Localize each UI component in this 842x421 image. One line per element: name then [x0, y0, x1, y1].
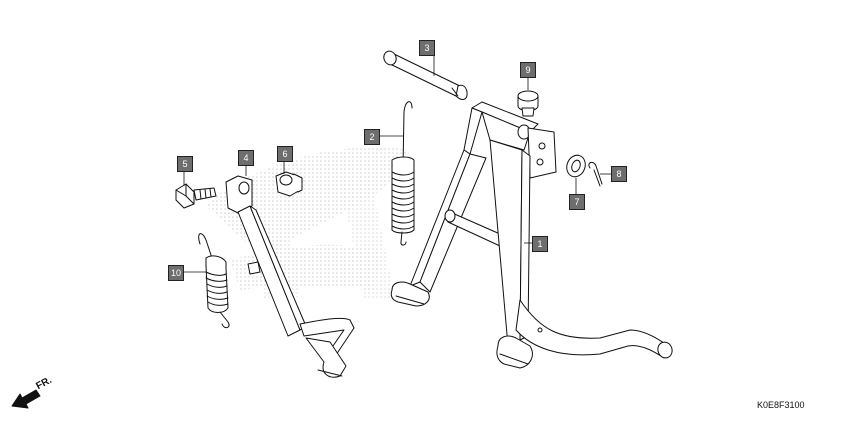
side-stand-nut	[275, 171, 303, 197]
pivot-pin	[383, 50, 468, 100]
side-stand-spring	[198, 233, 230, 329]
callout-9: 9	[520, 62, 536, 78]
callout-7: 7	[569, 194, 585, 210]
front-direction-arrow-icon	[11, 389, 41, 409]
callout-6: 6	[277, 146, 293, 162]
callout-3: 3	[419, 40, 435, 56]
leader-lines	[183, 54, 612, 273]
callout-8: 8	[611, 166, 627, 182]
side-stand	[225, 175, 355, 378]
watermark-logo	[205, 147, 410, 300]
washer	[566, 154, 586, 178]
callout-5: 5	[177, 156, 193, 172]
diagram-code: K0E8F3100	[757, 400, 805, 410]
stopper-rubber	[517, 90, 539, 117]
main-stand	[390, 101, 673, 369]
cotter-pin	[588, 161, 603, 187]
callout-10: 10	[168, 265, 184, 281]
callout-1: 1	[532, 236, 548, 252]
callout-2: 2	[364, 129, 380, 145]
callout-4: 4	[238, 150, 254, 166]
side-stand-bolt	[175, 183, 217, 209]
main-stand-spring	[391, 101, 415, 246]
